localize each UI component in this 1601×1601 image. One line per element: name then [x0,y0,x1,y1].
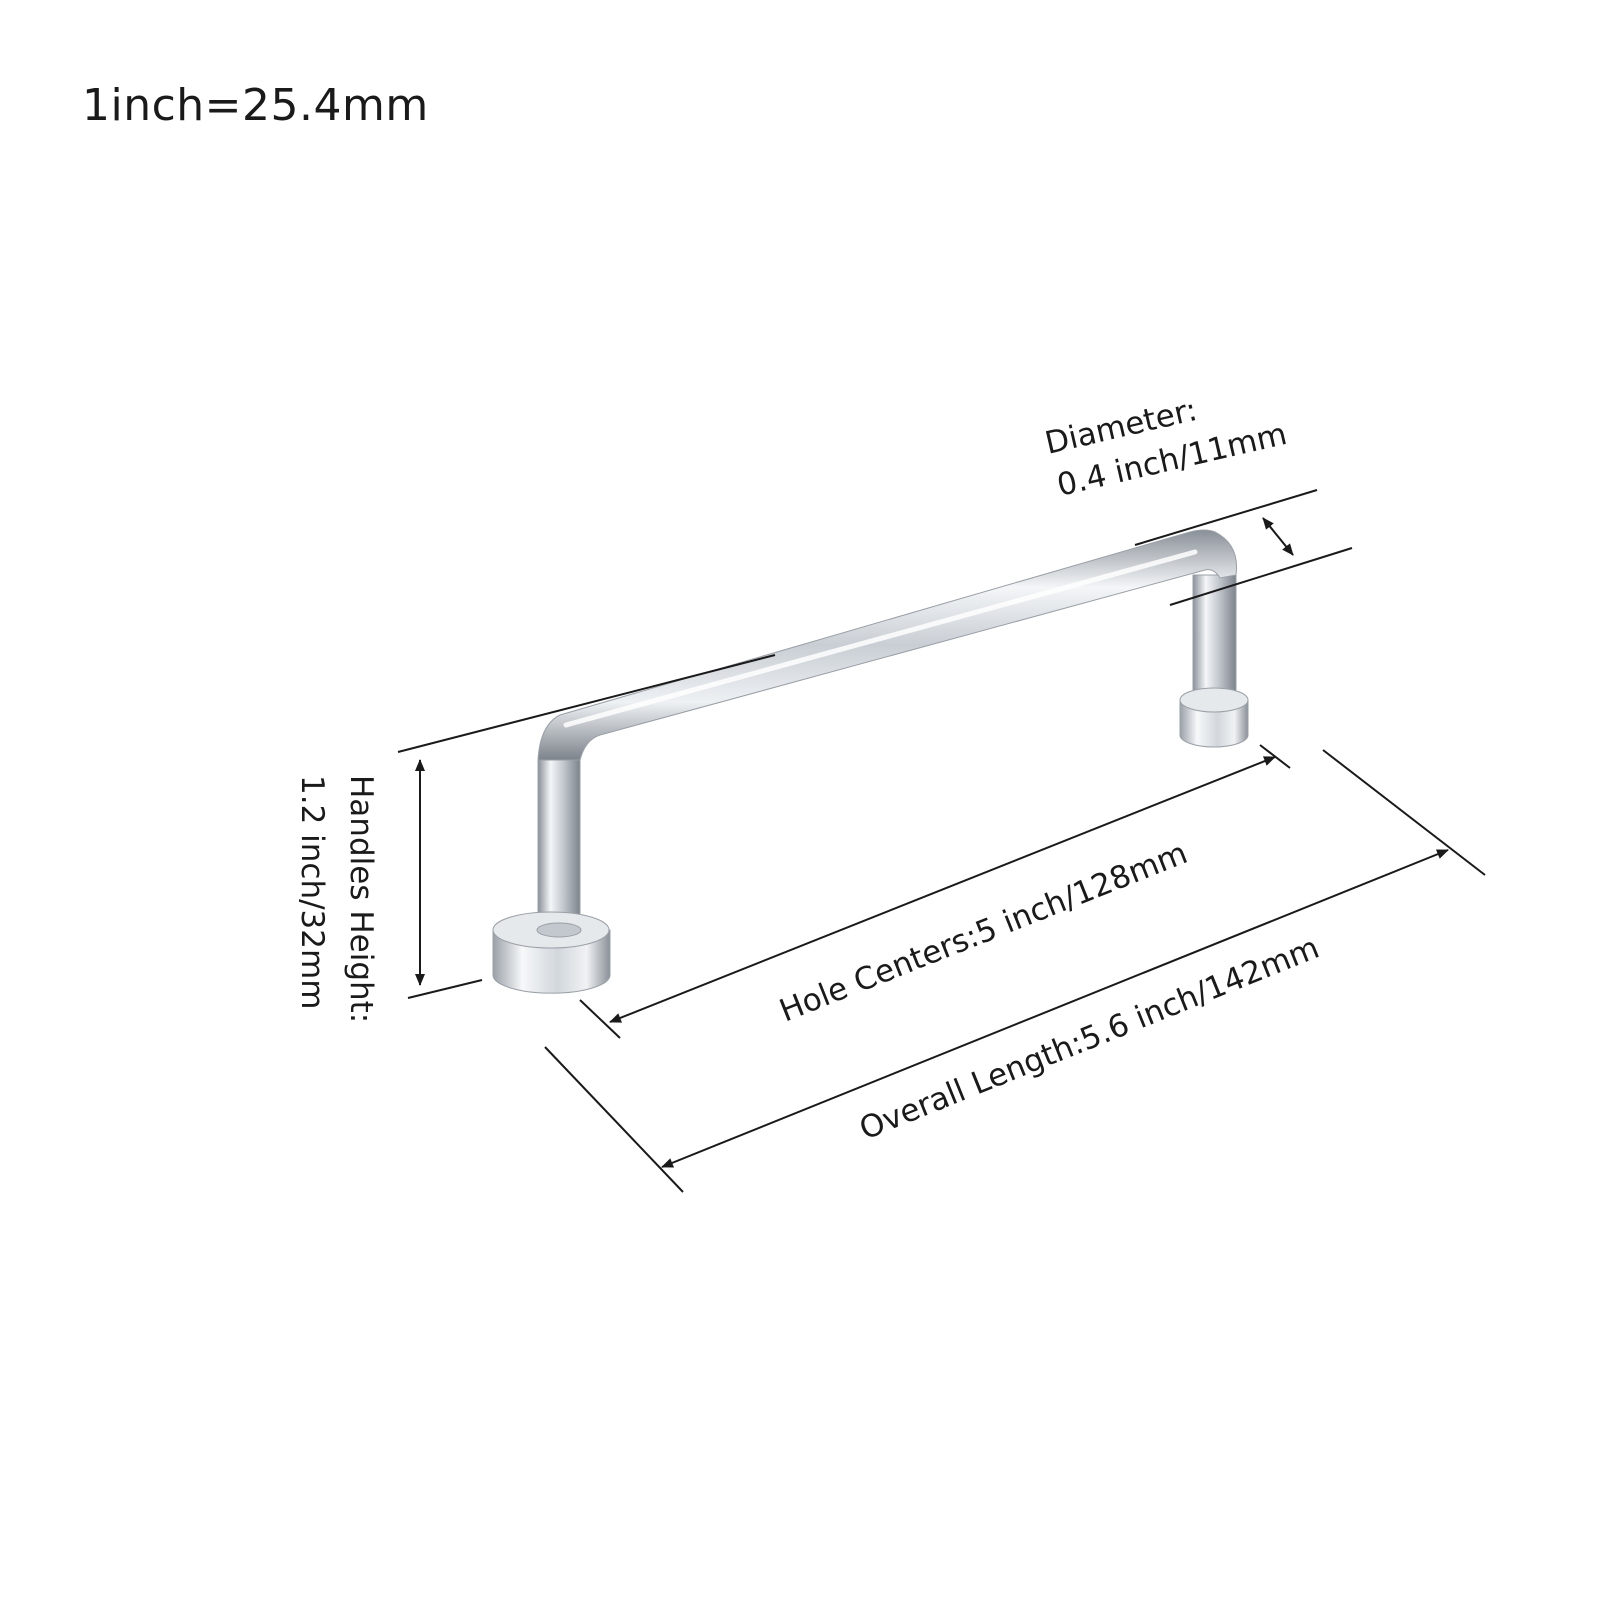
overall-length-extension-left [544,1046,684,1193]
diameter-extension-line-bottom [1169,547,1353,606]
diameter-extension-line-top [1134,489,1318,546]
overall-length-arrow [661,849,1449,1168]
overall-length-extension-right [1322,749,1486,876]
handle-illustration [492,529,1249,994]
hole-centers-arrow [609,756,1276,1023]
handles-height-value: 1.2 inch/32mm [294,775,330,1009]
handles-height-dimension: Handles Height: 1.2 inch/32mm [294,654,776,1023]
right-leg [1192,574,1237,701]
hole-centers-extension-left [579,999,621,1039]
handles-height-label: Handles Height: [343,775,379,1023]
left-foot [492,911,611,994]
right-foot [1179,687,1249,748]
top-bar-highlight [563,549,1198,728]
height-extension-line-top [397,654,776,753]
hole-centers-extension-right [1259,744,1291,769]
left-leg [537,759,581,931]
top-bar [537,529,1238,761]
diameter-arrow [1262,517,1294,556]
overall-length-dimension: Overall Length:5.6 inch/142mm [544,749,1486,1193]
scale-note: 1inch=25.4mm [82,80,429,131]
height-extension-line-bottom [407,979,483,999]
